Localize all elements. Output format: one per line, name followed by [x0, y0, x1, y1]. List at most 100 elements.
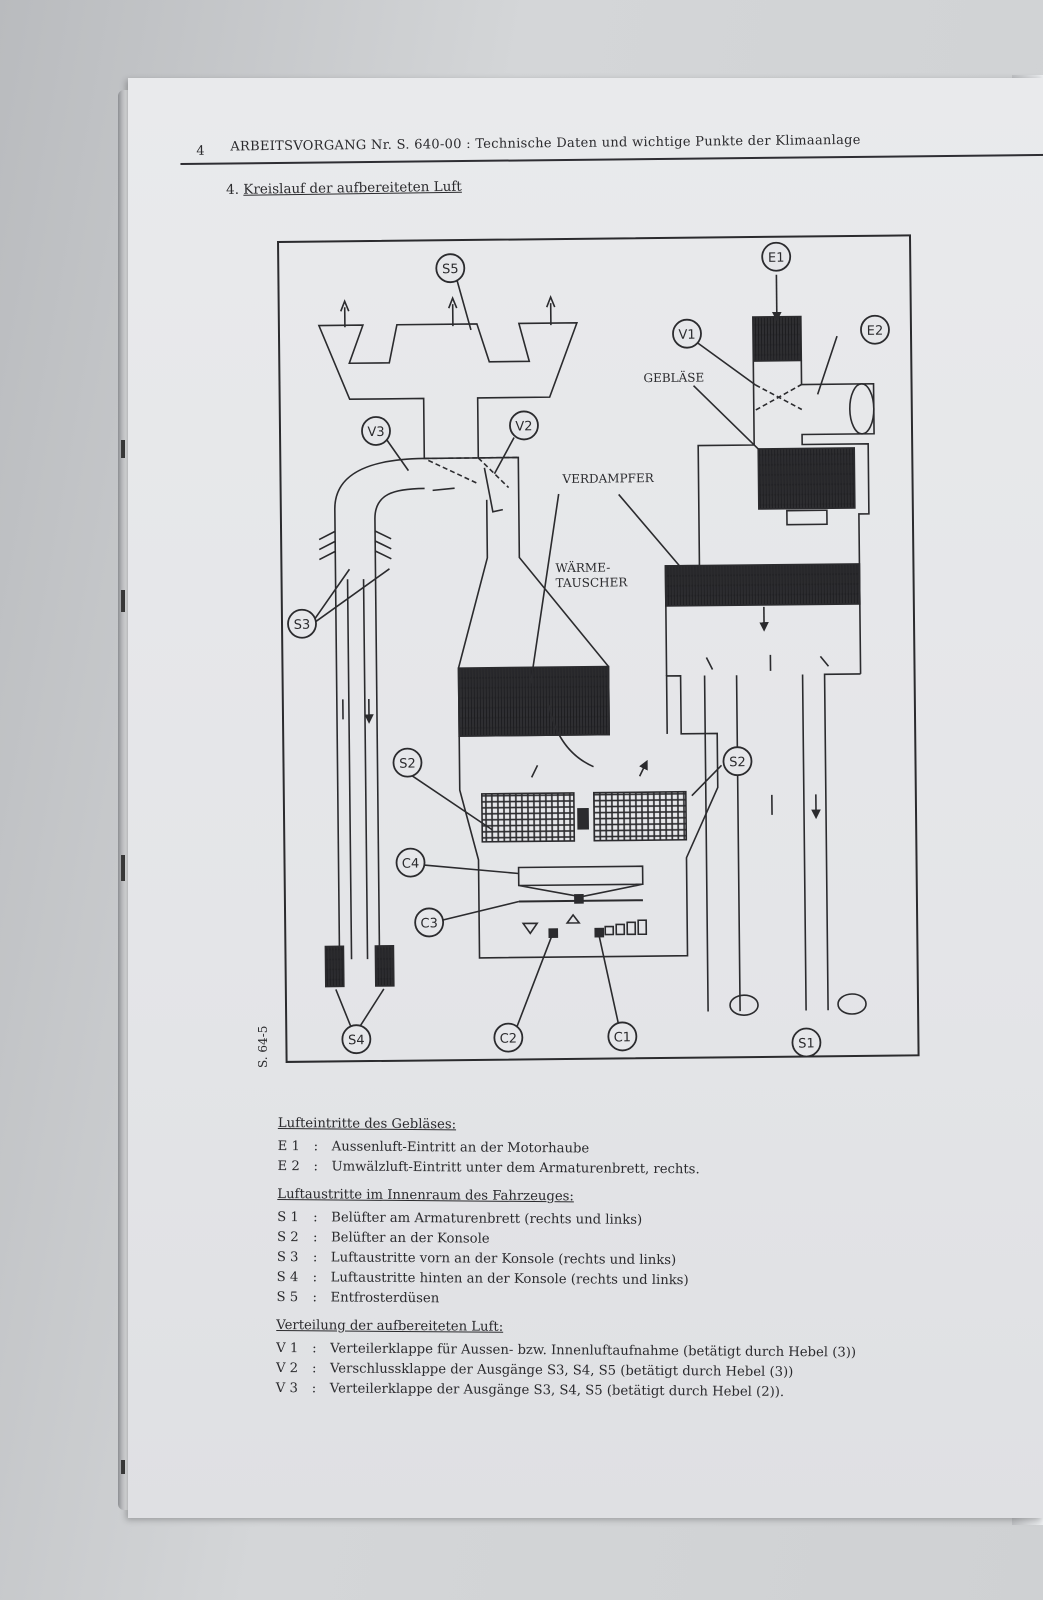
marker-c2-circle [493, 1022, 524, 1053]
marker-c2: C2 [500, 1032, 518, 1047]
defrost-manifold [317, 322, 579, 460]
legend-intake-title: Lufteintritte des Gebläses: [277, 1115, 457, 1133]
legend-text: Entfrosterdüsen [330, 1290, 440, 1307]
evaporator-core [664, 563, 861, 607]
legend-key: E 1 [277, 1138, 300, 1155]
legend-sep: : [312, 1270, 318, 1286]
control-c3-knob [574, 894, 584, 904]
legend-text: Umwälzluft-Eintritt unter dem Armaturenb… [331, 1159, 700, 1178]
legend-key: V 2 [275, 1360, 299, 1377]
e2-intake [848, 383, 875, 435]
diagram-frame [277, 234, 920, 1063]
legend-sep: : [312, 1250, 318, 1266]
air-circuit-diagram: E1 E2 V1 V2 V3 S5 S3 S2 S2 C4 C3 S4 C2 C… [276, 233, 921, 1064]
marker-c4: C4 [402, 857, 420, 872]
s4-right-outlet [374, 945, 395, 987]
legend-key: S 4 [276, 1269, 299, 1286]
control-c1-knob [594, 927, 605, 938]
blower-motor [786, 509, 828, 526]
label-waerme-2: TAUSCHER [556, 575, 629, 590]
legend-text: Verteilerklappe der Ausgänge S3, S4, S5 … [329, 1381, 785, 1400]
marker-v2-circle [509, 410, 539, 441]
heat-exchanger-core [457, 665, 611, 737]
marker-s1: S1 [798, 1036, 815, 1051]
vent-divider [577, 807, 589, 830]
marker-s4-circle [341, 1024, 372, 1055]
legend-key: V 1 [276, 1340, 299, 1357]
marker-s5-circle [435, 253, 466, 284]
s2-right-vent [592, 790, 688, 842]
s1-left-vent [729, 994, 759, 1016]
label-verdampfer: VERDAMPFER [561, 471, 654, 486]
marker-e2: E2 [867, 324, 884, 339]
legend-text: Belüfter am Armaturenbrett (rechts und l… [331, 1210, 643, 1228]
legend-text: Luftaustritte vorn an der Konsole (recht… [330, 1250, 677, 1269]
control-c2-symbols [521, 913, 581, 935]
marker-s4: S4 [348, 1033, 365, 1048]
marker-s1-circle [791, 1027, 822, 1058]
edge-tab-mark [121, 855, 125, 881]
marker-c4-circle [395, 847, 426, 878]
marker-c3-circle [414, 907, 445, 938]
heat-exchanger-flow [548, 705, 594, 768]
marker-s2-right: S2 [729, 755, 746, 770]
s1-flow-arrows [771, 794, 816, 814]
legend-distribution-title: Verteilung der aufbereiteten Luft: [276, 1317, 504, 1335]
flap-v1 [755, 383, 803, 411]
marker-e1-circle [761, 241, 792, 272]
flap-v2-v3 [424, 456, 519, 489]
marker-s2a-circle [392, 747, 423, 778]
marker-c1-circle [607, 1021, 638, 1052]
marker-v1: V1 [678, 328, 695, 343]
marker-v1-circle [672, 318, 702, 349]
marker-c3: C3 [420, 916, 438, 931]
rear-flow-arrows [342, 699, 369, 719]
flap-arrows [432, 467, 504, 513]
s4-left-outlet [324, 945, 345, 988]
section-number: 4. [226, 181, 240, 198]
legend-sep: : [313, 1139, 319, 1155]
left-outer-duct [334, 457, 425, 950]
s1-right-vent [837, 993, 867, 1015]
marker-v3: V3 [367, 425, 384, 440]
label-waerme-1: WÄRME- [555, 559, 610, 576]
s3-louvers [318, 530, 392, 561]
edge-tab-mark [121, 440, 125, 458]
leader-lines [309, 277, 838, 1036]
legend-key: E 2 [277, 1158, 300, 1175]
label-geblaese: GEBLÄSE [643, 369, 704, 386]
marker-s3: S3 [294, 618, 311, 633]
dash-ducts-s1 [703, 673, 861, 1012]
dash-duct-arrows [705, 654, 830, 671]
header-text: ARBEITSVORGANG Nr. S. 640-00 : Technisch… [230, 132, 861, 155]
marker-e2-circle [860, 314, 890, 345]
page-header: 4 ARBEITSVORGANG Nr. S. 640-00 : Technis… [180, 111, 1043, 165]
marker-s3-circle [287, 608, 317, 639]
legend-row: V 3:Verteilerklappe der Ausgänge S3, S4,… [276, 1379, 956, 1404]
legend: Lufteintritte des Gebläses: E 1:Aussenlu… [276, 1110, 958, 1404]
s2-left-vent [481, 792, 576, 843]
legend-sep: : [312, 1341, 317, 1357]
edge-tab-mark [121, 590, 125, 612]
legend-key: S 2 [276, 1229, 299, 1246]
legend-text: Luftaustritte hinten an der Konsole (rec… [330, 1270, 689, 1289]
legend-key: S 3 [276, 1249, 299, 1266]
page-number: 4 [196, 143, 205, 159]
control-c1-steps [604, 919, 648, 936]
edge-tab-mark [121, 1460, 125, 1474]
header-rule [180, 153, 1043, 165]
console-housing [458, 674, 719, 959]
e1-intake-grille [752, 315, 803, 362]
legend-sep: : [312, 1230, 318, 1246]
s2-flow-arrows [530, 764, 646, 778]
document-page: 4 ARBEITSVORGANG Nr. S. 640-00 : Technis… [128, 78, 1043, 1518]
section-title-text: Kreislauf der aufbereiteten Luft [243, 178, 462, 198]
marker-v3-circle [361, 416, 391, 446]
legend-outlet-title: Luftaustritte im Innenraum des Fahrzeuge… [277, 1186, 574, 1205]
legend-sep: : [313, 1210, 318, 1226]
legend-sep: : [311, 1381, 317, 1397]
blower-housing-left [664, 361, 755, 676]
control-c4-shape [517, 865, 644, 898]
marker-c1: C1 [614, 1030, 632, 1045]
marker-e1: E1 [768, 251, 785, 266]
